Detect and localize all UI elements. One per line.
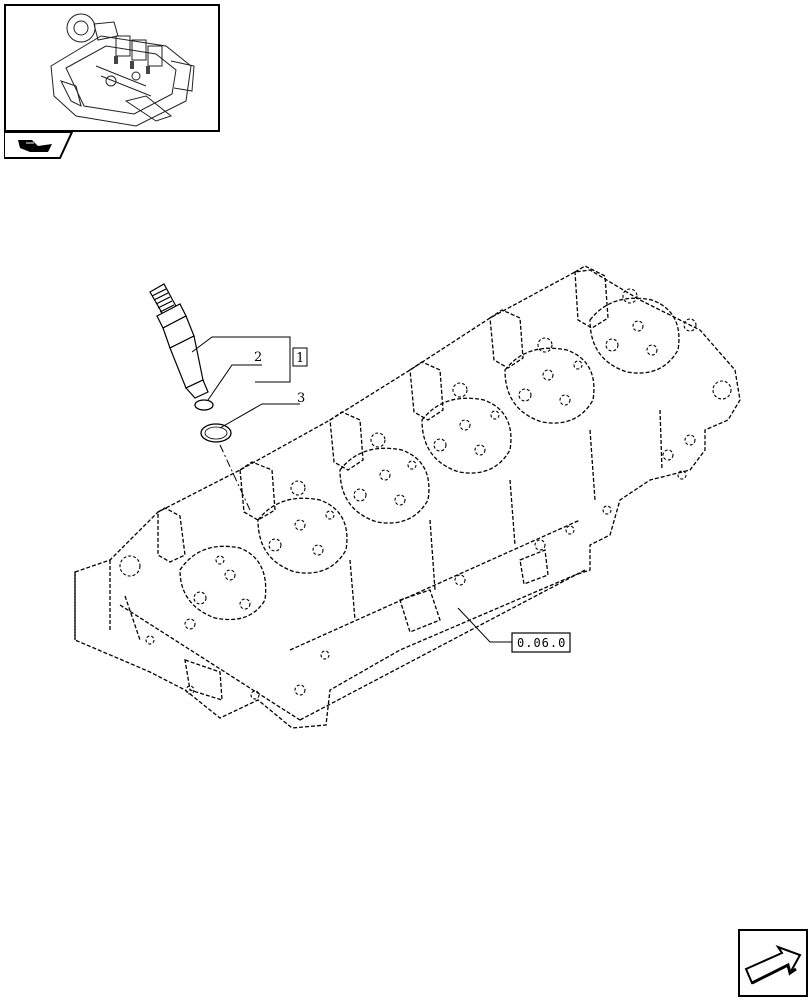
callout-3[interactable]: 3 — [297, 391, 305, 406]
section-tab[interactable] — [3, 131, 84, 160]
engine-thumbnail — [4, 4, 220, 132]
callout-box-1 — [292, 347, 308, 367]
leader-line-ref — [457, 607, 512, 643]
reference-label[interactable]: 0.06.0 — [517, 636, 566, 650]
cylinder-head-outline — [74, 265, 741, 729]
reference-box — [511, 632, 571, 653]
hand-book-icon — [3, 131, 74, 159]
leader-line-1 — [191, 336, 291, 383]
callout-1[interactable]: 1 — [296, 351, 304, 366]
o-ring-part[interactable] — [194, 399, 214, 411]
leader-line-3 — [219, 403, 300, 429]
washer-part[interactable] — [200, 423, 232, 443]
callout-2[interactable]: 2 — [254, 350, 262, 365]
engine-thumbnail-icon — [50, 13, 195, 127]
injector-part[interactable] — [149, 283, 209, 399]
next-page-button[interactable] — [738, 929, 808, 997]
cylinder-head-holes — [119, 288, 732, 700]
leader-line-2 — [207, 364, 262, 401]
next-page-arrow-icon — [738, 929, 808, 997]
assembly-axis — [219, 444, 251, 511]
